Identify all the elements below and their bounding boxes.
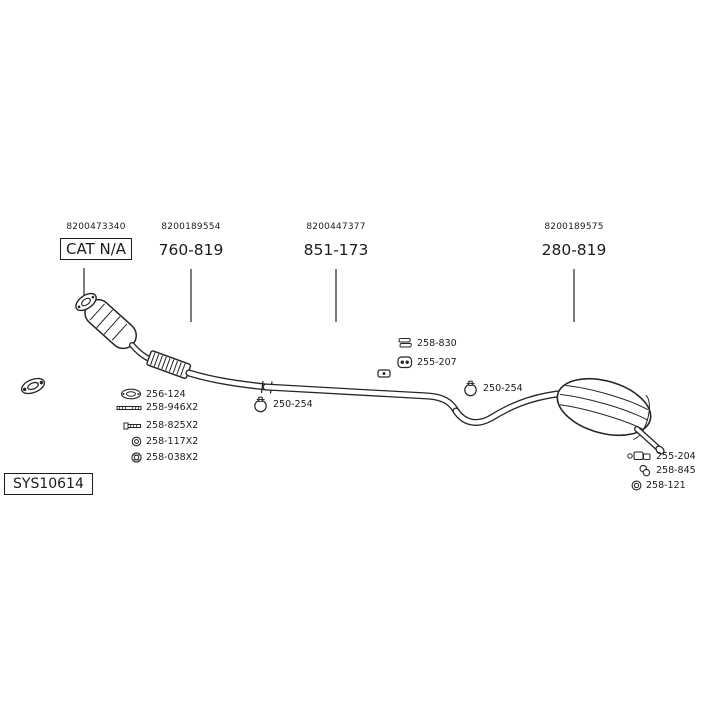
assembly-label-group-front-pipe: 8200189554 760-819 (143, 222, 239, 259)
rear-muffler-drawing (556, 377, 652, 440)
oem-reference: 8200447377 (306, 222, 366, 232)
part-number: 258-038X2 (146, 452, 199, 463)
assembly-part-number: 851-173 (303, 241, 369, 259)
fitting-part-row: 258-117X2 (108, 436, 198, 447)
assembly-part-number: 280-819 (541, 241, 607, 259)
fitting-part-row: 258-946X2 (108, 402, 198, 413)
bracket-icon (396, 337, 413, 349)
flex-pipe-drawing (146, 350, 192, 379)
part-number: 255-207 (417, 357, 457, 368)
part-number: 258-121 (646, 480, 686, 491)
assembly-part-number-cat: CAT N/A (59, 238, 133, 260)
assembly-part-number: 760-819 (158, 241, 224, 259)
part-number: 258-117X2 (146, 436, 199, 447)
catalytic-converter-drawing (75, 292, 157, 364)
fitting-part-row: 250-254 (460, 380, 523, 397)
fitting-part-row: 258-121 (626, 480, 686, 491)
assembly-label-group-rear-muffler: 8200189575 280-819 (526, 222, 622, 259)
nut-icon (108, 452, 142, 463)
fitting-part-row: 258-825X2 (108, 420, 198, 431)
part-number: 250-254 (273, 399, 313, 410)
rubber-mount-icon (394, 356, 413, 369)
part-number: 258-946X2 (146, 402, 199, 413)
ring-icon (626, 480, 642, 491)
oem-reference: 8200189554 (161, 222, 221, 232)
flange-gasket-drawing (20, 377, 46, 395)
bolt-icon (108, 422, 142, 430)
ring-washer-icon (108, 436, 142, 447)
part-number: 258-825X2 (146, 420, 199, 431)
clamp-icon (460, 380, 479, 397)
mounting-bracket-icon (624, 450, 652, 462)
fitting-part-row: 258-830 (396, 337, 457, 349)
rear-pipe-drawing (452, 390, 561, 426)
front-pipe-drawing (185, 369, 270, 391)
fitting-part-row: 258-845 (624, 464, 696, 477)
oem-reference: 8200189575 (544, 222, 604, 232)
clamp-icon (250, 396, 269, 413)
oem-reference: 8200473340 (66, 222, 126, 232)
assembly-label-group-center-pipe: 8200447377 851-173 (288, 222, 384, 259)
leader-lines (83, 268, 575, 322)
gasket-icon (108, 388, 142, 400)
part-number: 258-845 (656, 465, 696, 476)
fitting-part-row: 256-124 (108, 388, 186, 400)
fitting-part-row: 258-038X2 (108, 452, 198, 463)
fitting-part-row: 255-207 (394, 356, 457, 369)
part-number: 255-204 (656, 450, 696, 462)
part-number: 258-830 (417, 337, 457, 349)
part-number: 256-124 (146, 388, 186, 400)
fitting-part-row: 250-254 (250, 396, 313, 413)
stud-bolt-icon (108, 404, 142, 412)
part-number: 250-254 (483, 383, 523, 394)
assembly-label-group-cat: 8200473340 CAT N/A (46, 222, 146, 260)
fitting-part-row: 255-204 (624, 450, 696, 462)
rubber-hanger-icon (624, 464, 652, 477)
system-code-badge: SYS10614 (4, 473, 93, 495)
tailpipe-drawing (634, 426, 665, 455)
